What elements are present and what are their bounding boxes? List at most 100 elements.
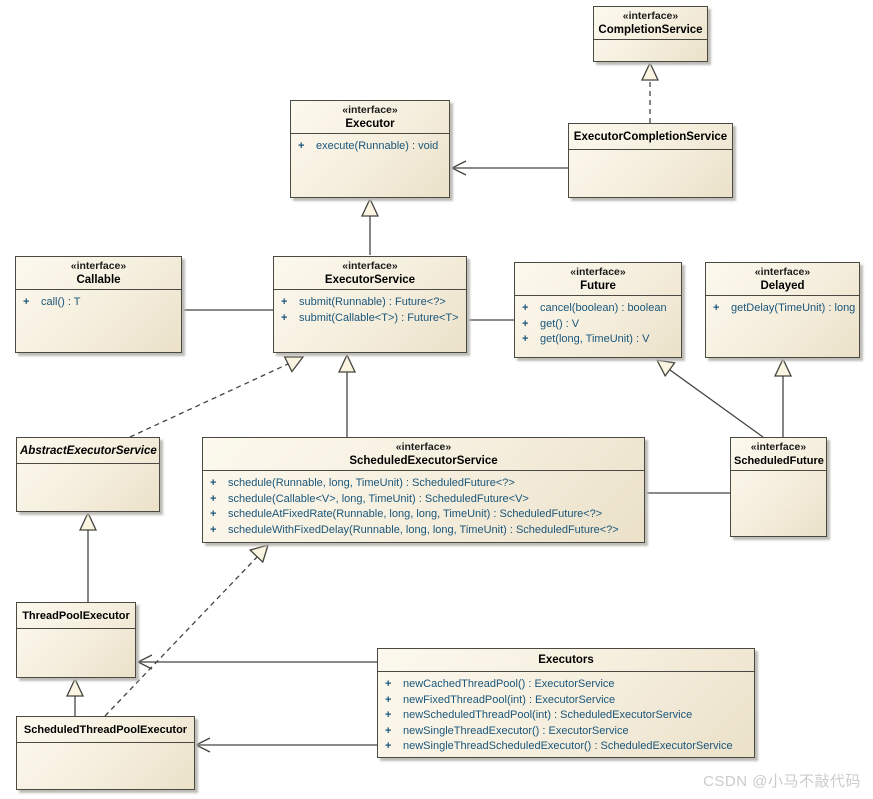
visibility-marker: + [522, 302, 529, 314]
watermark: CSDN @小马不敲代码 [703, 773, 861, 790]
visibility-marker: + [385, 693, 392, 706]
visibility-marker: + [385, 724, 392, 737]
method-signature: scheduleWithFixedDelay(Runnable, long, l… [228, 523, 619, 536]
relation-stpe-realizes-ses [104, 544, 269, 717]
class-header: «interface» Callable [16, 257, 181, 290]
class-box-future: «interface» Future + cancel(boolean) : b… [514, 262, 682, 358]
stereotype-label: «interface» [570, 266, 626, 278]
visibility-marker: + [210, 523, 217, 536]
class-header: ScheduledThreadPoolExecutor [17, 717, 194, 743]
method: + get() : V [522, 317, 675, 333]
method: + newScheduledThreadPool(int) : Schedule… [385, 708, 748, 724]
visibility-marker: + [281, 296, 288, 308]
visibility-marker: + [385, 709, 392, 721]
method: + schedule(Callable<V>, long, TimeUnit) … [210, 492, 638, 508]
visibility-marker: + [210, 508, 217, 520]
stereotype-label: «interface» [342, 104, 398, 116]
class-box-scheduledfuture: «interface» ScheduledFuture [730, 437, 827, 537]
method: + call() : T [23, 295, 175, 311]
class-name: ThreadPoolExecutor [22, 610, 130, 622]
method: + newSingleThreadScheduledExecutor() : S… [385, 739, 748, 755]
class-body: + cancel(boolean) : boolean + get() : V … [515, 296, 681, 357]
method: + cancel(boolean) : boolean [522, 301, 675, 317]
class-header: ThreadPoolExecutor [17, 603, 135, 629]
class-header: «interface» Executor [291, 101, 449, 134]
relation-executorservice-extends-executor [360, 197, 380, 255]
method-signature: execute(Runnable) : void [316, 140, 439, 152]
relation-aes-realizes-executorservice [129, 356, 305, 438]
class-header: «interface» CompletionService [594, 7, 707, 40]
method-signature: newSingleThreadScheduledExecutor() : Sch… [403, 740, 733, 752]
method: + newFixedThreadPool(int) : ExecutorServ… [385, 693, 748, 709]
class-name: ExecutorService [324, 274, 416, 286]
method-signature: call() : T [41, 296, 81, 308]
class-name: AbstractExecutorService [20, 445, 157, 457]
class-box-threadpoolexecutor: ThreadPoolExecutor [16, 602, 136, 678]
class-body: + getDelay(TimeUnit) : long [706, 296, 859, 357]
class-box-callable: «interface» Callable + call() : T [15, 256, 182, 353]
class-body: + execute(Runnable) : void [291, 134, 449, 197]
class-body [17, 464, 159, 511]
stereotype-label: «interface» [395, 441, 452, 453]
class-body [17, 629, 135, 677]
visibility-marker: + [385, 678, 392, 690]
method: + execute(Runnable) : void [298, 139, 443, 155]
method: + getDelay(TimeUnit) : long [713, 301, 855, 317]
class-header: «interface» ScheduledFuture [731, 438, 826, 471]
class-header: ExecutorCompletionService [569, 124, 732, 150]
stereotype-label: «interface» [754, 266, 811, 278]
class-header: «interface» ExecutorService [274, 257, 466, 290]
stereotype-label: «interface» [70, 260, 127, 272]
relation-executors-creates-tpe [136, 654, 377, 670]
method: + scheduleWithFixedDelay(Runnable, long,… [210, 523, 638, 539]
class-box-delayed: «interface» Delayed + getDelay(TimeUnit)… [705, 262, 860, 358]
class-body [594, 40, 707, 61]
class-name: ExecutorCompletionService [573, 131, 728, 143]
method: + newCachedThreadPool() : ExecutorServic… [385, 677, 748, 693]
method-signature: newScheduledThreadPool(int) : ScheduledE… [403, 709, 693, 721]
class-box-scheduledthreadpoolexecutor: ScheduledThreadPoolExecutor [16, 716, 195, 790]
method-signature: get(long, TimeUnit) : V [540, 333, 650, 345]
relation-scheduledfuture-extends-delayed [773, 357, 793, 437]
method: + scheduleAtFixedRate(Runnable, long, lo… [210, 507, 638, 523]
visibility-marker: + [713, 302, 720, 314]
visibility-marker: + [385, 740, 392, 752]
method-signature: submit(Callable<T>) : Future<T> [299, 311, 459, 324]
class-header: «interface» ScheduledExecutorService [203, 438, 644, 471]
visibility-marker: + [23, 296, 30, 308]
class-name: Delayed [760, 280, 805, 292]
visibility-marker: + [298, 140, 305, 152]
class-header: «interface» Future [515, 263, 681, 296]
method: + submit(Callable<T>) : Future<T> [281, 311, 460, 327]
class-name: Executors [538, 654, 594, 666]
class-body: + schedule(Runnable, long, TimeUnit) : S… [203, 471, 644, 542]
visibility-marker: + [210, 492, 217, 505]
method: + newSingleThreadExecutor() : ExecutorSe… [385, 724, 748, 740]
visibility-marker: + [522, 333, 529, 345]
class-name: CompletionService [598, 24, 703, 36]
class-header: «interface» Delayed [706, 263, 859, 296]
method: + submit(Runnable) : Future<?> [281, 295, 460, 311]
class-body [17, 743, 194, 789]
class-box-abstractexecutorservice: AbstractExecutorService [16, 437, 160, 512]
relation-tpe-extends-aes [78, 511, 98, 602]
relation-stpe-extends-tpe [65, 677, 85, 716]
class-body: + newCachedThreadPool() : ExecutorServic… [378, 672, 754, 757]
class-name: Callable [76, 274, 121, 286]
method-signature: schedule(Runnable, long, TimeUnit) : Sch… [228, 477, 515, 489]
method: + get(long, TimeUnit) : V [522, 332, 675, 348]
class-box-executor: «interface» Executor + execute(Runnable)… [290, 100, 450, 198]
method-signature: cancel(boolean) : boolean [540, 302, 667, 314]
relation-ses-extends-executorservice [337, 353, 357, 437]
method-signature: scheduleAtFixedRate(Runnable, long, long… [228, 508, 603, 520]
class-body [569, 150, 732, 197]
class-name: ScheduledExecutorService [349, 455, 498, 467]
method-signature: get() : V [540, 317, 580, 330]
relation-scheduledfuture-extends-future [655, 359, 764, 438]
class-box-completionservice: «interface» CompletionService [593, 6, 708, 62]
relation-executors-creates-stpe [194, 737, 377, 753]
class-header: AbstractExecutorService [17, 438, 159, 464]
stereotype-label: «interface» [750, 441, 807, 453]
